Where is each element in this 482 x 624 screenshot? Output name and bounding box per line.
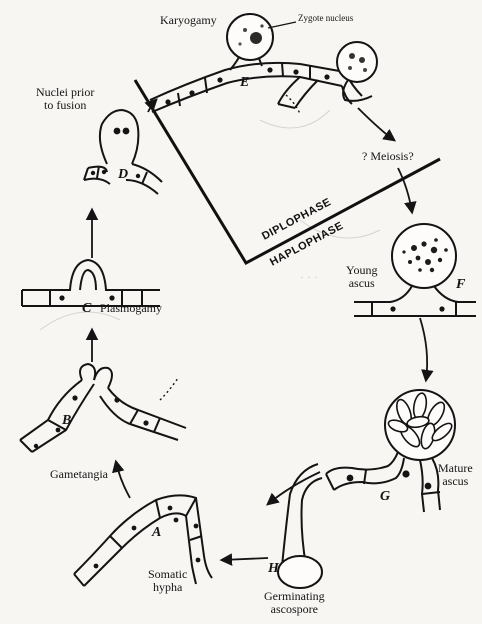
stage-letter-c: C xyxy=(82,302,91,317)
arrow-e-to-meiosis xyxy=(358,108,394,140)
stage-letter-d: D xyxy=(118,168,128,183)
label-mature-ascus-line2: ascus xyxy=(442,474,468,488)
label-meiosis: ? Meiosis? xyxy=(362,150,414,163)
stage-b-gametangia xyxy=(20,364,186,452)
label-zygote-nucleus: Zygote nucleus xyxy=(298,14,353,23)
stage-c-nuclei xyxy=(59,295,114,300)
arrow-f-to-g xyxy=(420,318,427,380)
label-plasmogamy: Plasmogamy xyxy=(100,302,162,315)
label-mature-ascus: Mature ascus xyxy=(438,462,473,487)
stage-letter-b: B xyxy=(62,414,71,429)
arrow-g-to-h xyxy=(268,472,320,504)
cycle-dotted-path xyxy=(160,95,300,400)
stage-a-somatic-hypha xyxy=(74,495,212,586)
stage-letter-e: E xyxy=(240,76,249,91)
arrow-h-to-a xyxy=(222,558,268,560)
stage-letter-g: G xyxy=(380,490,390,505)
label-nuclei-prior-line2: to fusion xyxy=(44,98,86,112)
arrow-a-to-b xyxy=(116,462,130,498)
cycle-arrows xyxy=(92,100,427,560)
stage-letter-f: F xyxy=(456,278,465,293)
zygote-cell xyxy=(227,14,273,60)
label-young-ascus-line2: ascus xyxy=(349,276,375,290)
stage-c-plasmogamy-hyphae xyxy=(22,260,160,306)
label-germinating-line2: ascospore xyxy=(271,602,318,616)
label-somatic-hypha-line2: hypha xyxy=(153,580,182,594)
phase-boundary-line xyxy=(135,80,440,263)
label-gametangia: Gametangia xyxy=(50,468,108,481)
label-germinating-ascospore: Germinating ascospore xyxy=(264,590,325,615)
label-nuclei-prior: Nuclei prior to fusion xyxy=(36,86,94,111)
bleed-through-mark: · · · xyxy=(300,270,318,285)
label-somatic-hypha: Somatic hypha xyxy=(148,568,187,593)
label-young-ascus: Young ascus xyxy=(346,264,377,289)
label-karyogamy: Karyogamy xyxy=(160,14,217,27)
zygote-nucleus-pointer xyxy=(268,22,296,28)
stage-letter-h: H xyxy=(268,562,279,577)
stage-letter-a: A xyxy=(152,526,161,541)
stage-g-mature-ascus xyxy=(326,390,455,512)
